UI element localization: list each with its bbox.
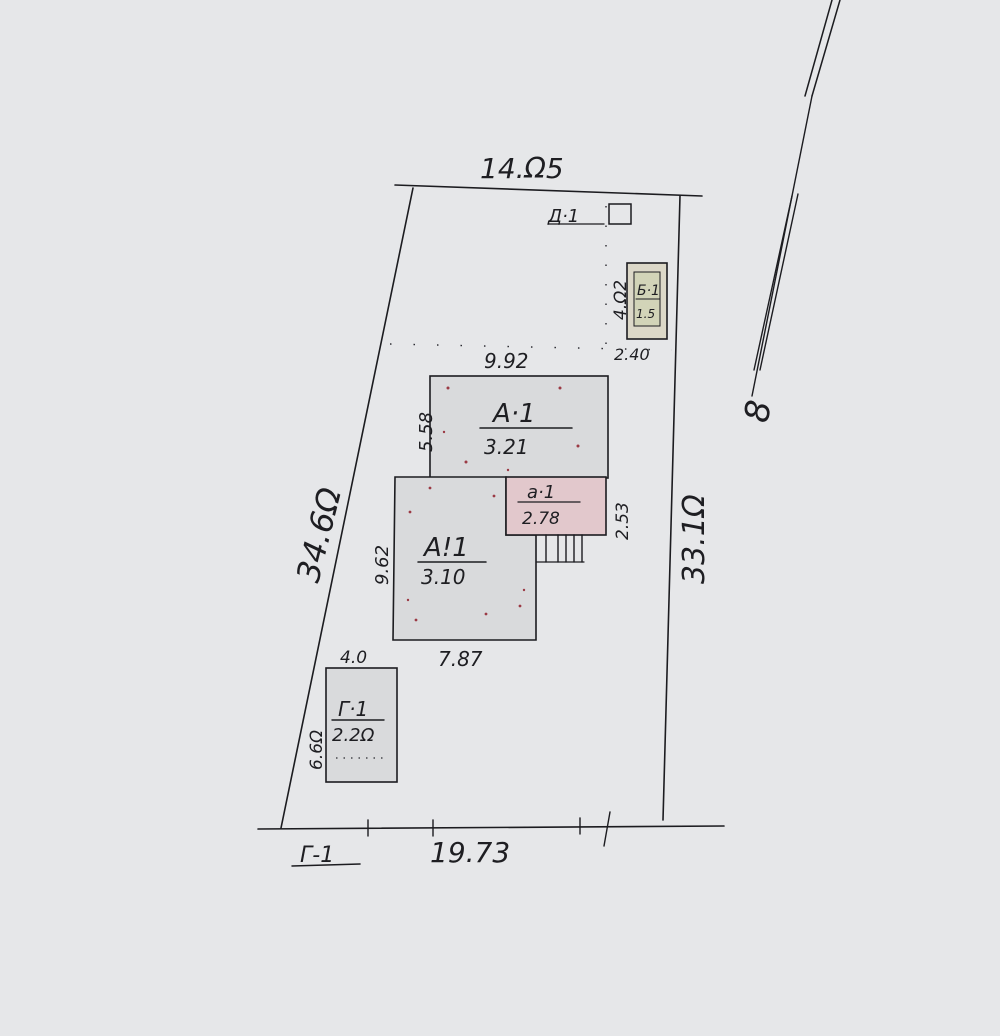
structure-d1-box [608,203,632,225]
building-g1-box [325,667,398,783]
dim-g-width: 4.0 [340,648,367,668]
building-a1-top-value: 3.21 [484,435,529,459]
dim-g-height: 6.6Ω [307,730,327,770]
building-a1-top: А·1 3.21 [429,375,609,479]
annex-a1-value: 2.78 [522,509,560,529]
ink-speckles [406,386,580,622]
dotted-divider [389,343,673,351]
bottom-boundary-line [257,825,725,830]
building-g1-letter: Г·1 [338,697,368,721]
porch-steps [535,534,585,563]
dim-a1-height: 5.58 [416,412,437,452]
top-boundary-line [394,184,703,197]
bottom-tick-4 [603,811,611,847]
building-g1: Г·1 2.2Ω [325,667,398,783]
building-b1-letter: Б·1 [637,283,660,299]
right-boundary-line [662,195,681,821]
annex-a1: а·1 2.78 [505,476,607,536]
dim-a1b-width: 7.87 [438,647,483,671]
dim-a1b-height: 9.62 [372,545,393,585]
dim-a-ext-height: 2.53 [613,502,633,540]
dim-a1-width: 9.92 [484,349,529,373]
dim-right-side: 33.1Ω [677,494,712,584]
left-boundary-line [280,187,414,829]
dim-top-width: 14.Ω5 [480,152,564,185]
annex-a1-box [505,476,607,536]
structure-d1: Д·1 [547,203,632,227]
plot-boundary [257,184,725,847]
dim-b-width: 2.40 [614,345,650,364]
street-line [751,0,841,397]
building-b1: Б·1 1.5 [626,262,668,340]
dim-b-height: 4.Ω2 [611,280,631,320]
building-a1-top-letter: А·1 [491,399,536,429]
building-a1-main-value: 3.10 [421,565,466,589]
building-g1-value: 2.2Ω [332,725,375,746]
building-a1-main-letter: А!1 [422,533,469,563]
building-b1-value: 1.5 [636,307,655,321]
annex-a1-letter: а·1 [527,482,555,503]
corner-note: Г-1 [300,843,334,868]
dim-bottom-width: 19.73 [430,836,510,869]
structure-d1-letter: Д·1 [547,206,579,227]
